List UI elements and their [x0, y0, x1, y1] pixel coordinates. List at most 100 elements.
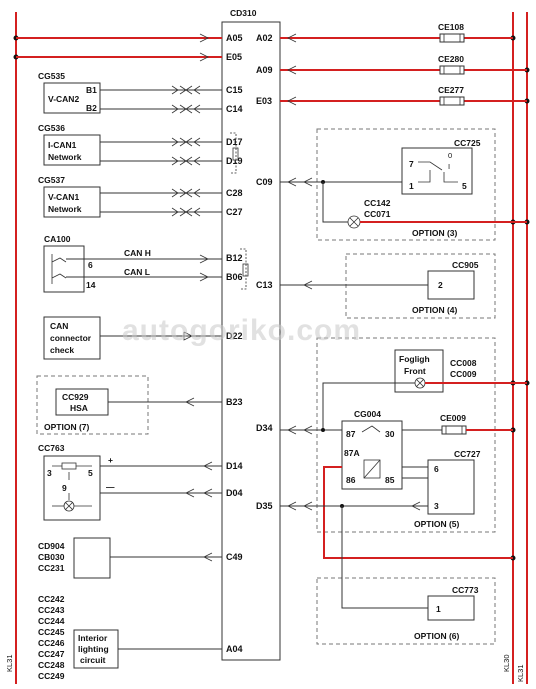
cc773-pin-1: 1 [436, 604, 441, 614]
cc725-pin-7: 7 [409, 159, 414, 169]
cg536-box [43, 134, 101, 166]
cd904-label: CD904 [38, 541, 65, 551]
cg537-line1: V-CAN1 [48, 192, 79, 202]
fuse-icon [439, 65, 465, 75]
fuse-ce280: CE280 [438, 54, 465, 75]
can-check-line2: connector [50, 333, 92, 343]
cg537-box [43, 186, 101, 218]
cc142-label: CC142 [364, 198, 391, 208]
left-wiring: CG535 V-CAN2 B1 B2 CG536 I-CAN1 Network … [16, 33, 222, 681]
terminator-resistor-icon [232, 147, 239, 161]
pin-e05: E05 [226, 52, 242, 62]
relay-pin-87: 87 [346, 429, 356, 439]
ecu-left-pins: A05 E05 C15 C14 D17 D19 C28 C27 B12 B06 … [226, 33, 243, 654]
interior-lighting-box [73, 629, 119, 669]
cc243-label: CC243 [38, 605, 65, 615]
pin-c27: C27 [226, 207, 243, 217]
switch-icon [418, 161, 458, 183]
cg535-pin-b2: B2 [86, 103, 97, 113]
ce277-label: CE277 [438, 85, 464, 95]
option-4-frame [345, 253, 496, 319]
cc244-label: CC244 [38, 616, 65, 626]
cb030-label: CB030 [38, 552, 65, 562]
cc245-label: CC245 [38, 627, 65, 637]
cg537-line2: Network [48, 204, 82, 214]
can-check-line1: CAN [50, 321, 68, 331]
ca100-connector-box [43, 245, 85, 293]
cc763-pin-5: 5 [88, 468, 93, 478]
rails: KL31 KL30 KL31 [5, 12, 530, 684]
cg535-label: CG535 [38, 71, 65, 81]
cc008-label: CC008 [450, 358, 477, 368]
option-3-frame [316, 128, 496, 241]
option-3-label: OPTION (3) [412, 228, 458, 238]
kl30-label: KL30 [502, 654, 511, 672]
pin-b23: B23 [226, 397, 243, 407]
fuse-icon [439, 33, 465, 43]
foglight-line2: Front [404, 366, 426, 376]
cc231-label: CC231 [38, 563, 65, 573]
pin-c28: C28 [226, 188, 243, 198]
cc725-pos-1: I [448, 162, 450, 171]
cc763-pin-3: 3 [47, 468, 52, 478]
cg535-box-label: V-CAN2 [48, 94, 79, 104]
cg535-box [43, 82, 101, 114]
foglight-line1: Fogligh [399, 354, 430, 364]
pin-a04: A04 [226, 644, 243, 654]
ecu-right-pins: A02 A09 E03 C09 C13 D34 D35 [256, 33, 273, 511]
cd904-box [73, 537, 111, 579]
right-wiring: CE108 CE280 CE277 CC725 7 1 5 0 I [280, 22, 527, 645]
cc763-label: CC763 [38, 443, 65, 453]
watermark: autogoriko.com [122, 314, 361, 347]
ecu-title: CD310 [230, 8, 257, 18]
cc727-pin-6: 6 [434, 464, 439, 474]
cg536-line2: Network [48, 152, 82, 162]
can-h-label: CAN H [124, 248, 151, 258]
cc727-box [427, 459, 475, 515]
ce108-label: CE108 [438, 22, 464, 32]
option-5-frame [316, 337, 496, 533]
cc247-label: CC247 [38, 649, 65, 659]
cc929-box [55, 388, 109, 416]
interior-line1: Interior [78, 633, 108, 643]
pin-d22: D22 [226, 331, 243, 341]
resistor-icon [61, 462, 77, 470]
terminator-resistor-icon [242, 263, 249, 277]
cc905-label: CC905 [452, 260, 479, 270]
cc725-pin-1: 1 [409, 181, 414, 191]
relay-pin-86: 86 [346, 475, 356, 485]
ca100-pin-6: 6 [88, 260, 93, 270]
pin-c49: C49 [226, 552, 243, 562]
cc929-label: CC929 [62, 392, 89, 402]
cc725-pos-0: 0 [448, 151, 452, 160]
option-6-label: OPTION (6) [414, 631, 460, 641]
cg537-label: CG537 [38, 175, 65, 185]
option-4-label: OPTION (4) [412, 305, 458, 315]
cc727-label: CC727 [454, 449, 481, 459]
cc242-label: CC242 [38, 594, 65, 604]
cc773-box [427, 595, 475, 621]
cc727-pin-3: 3 [434, 501, 439, 511]
pin-d35: D35 [256, 501, 273, 511]
pin-d04: D04 [226, 488, 243, 498]
pin-e03: E03 [256, 96, 272, 106]
cc905-box [427, 270, 475, 300]
relay-pin-85: 85 [385, 475, 395, 485]
cc725-box [401, 147, 473, 195]
cc249-label: CC249 [38, 671, 65, 681]
interior-line2: lighting [78, 644, 109, 654]
pin-d19: D19 [226, 156, 243, 166]
can-check-line3: check [50, 345, 74, 355]
connector-icon [51, 254, 67, 284]
pin-b06: B06 [226, 272, 243, 282]
interior-line3: circuit [80, 655, 106, 665]
pin-a02: A02 [256, 33, 273, 43]
cc773-label: CC773 [452, 585, 479, 595]
pin-c14: C14 [226, 104, 243, 114]
pin-b12: B12 [226, 253, 243, 263]
cg536-line1: I-CAN1 [48, 140, 77, 150]
cc248-label: CC248 [38, 660, 65, 670]
cg004-label: CG004 [354, 409, 381, 419]
pin-d14: D14 [226, 461, 243, 471]
cc725-pin-5: 5 [462, 181, 467, 191]
